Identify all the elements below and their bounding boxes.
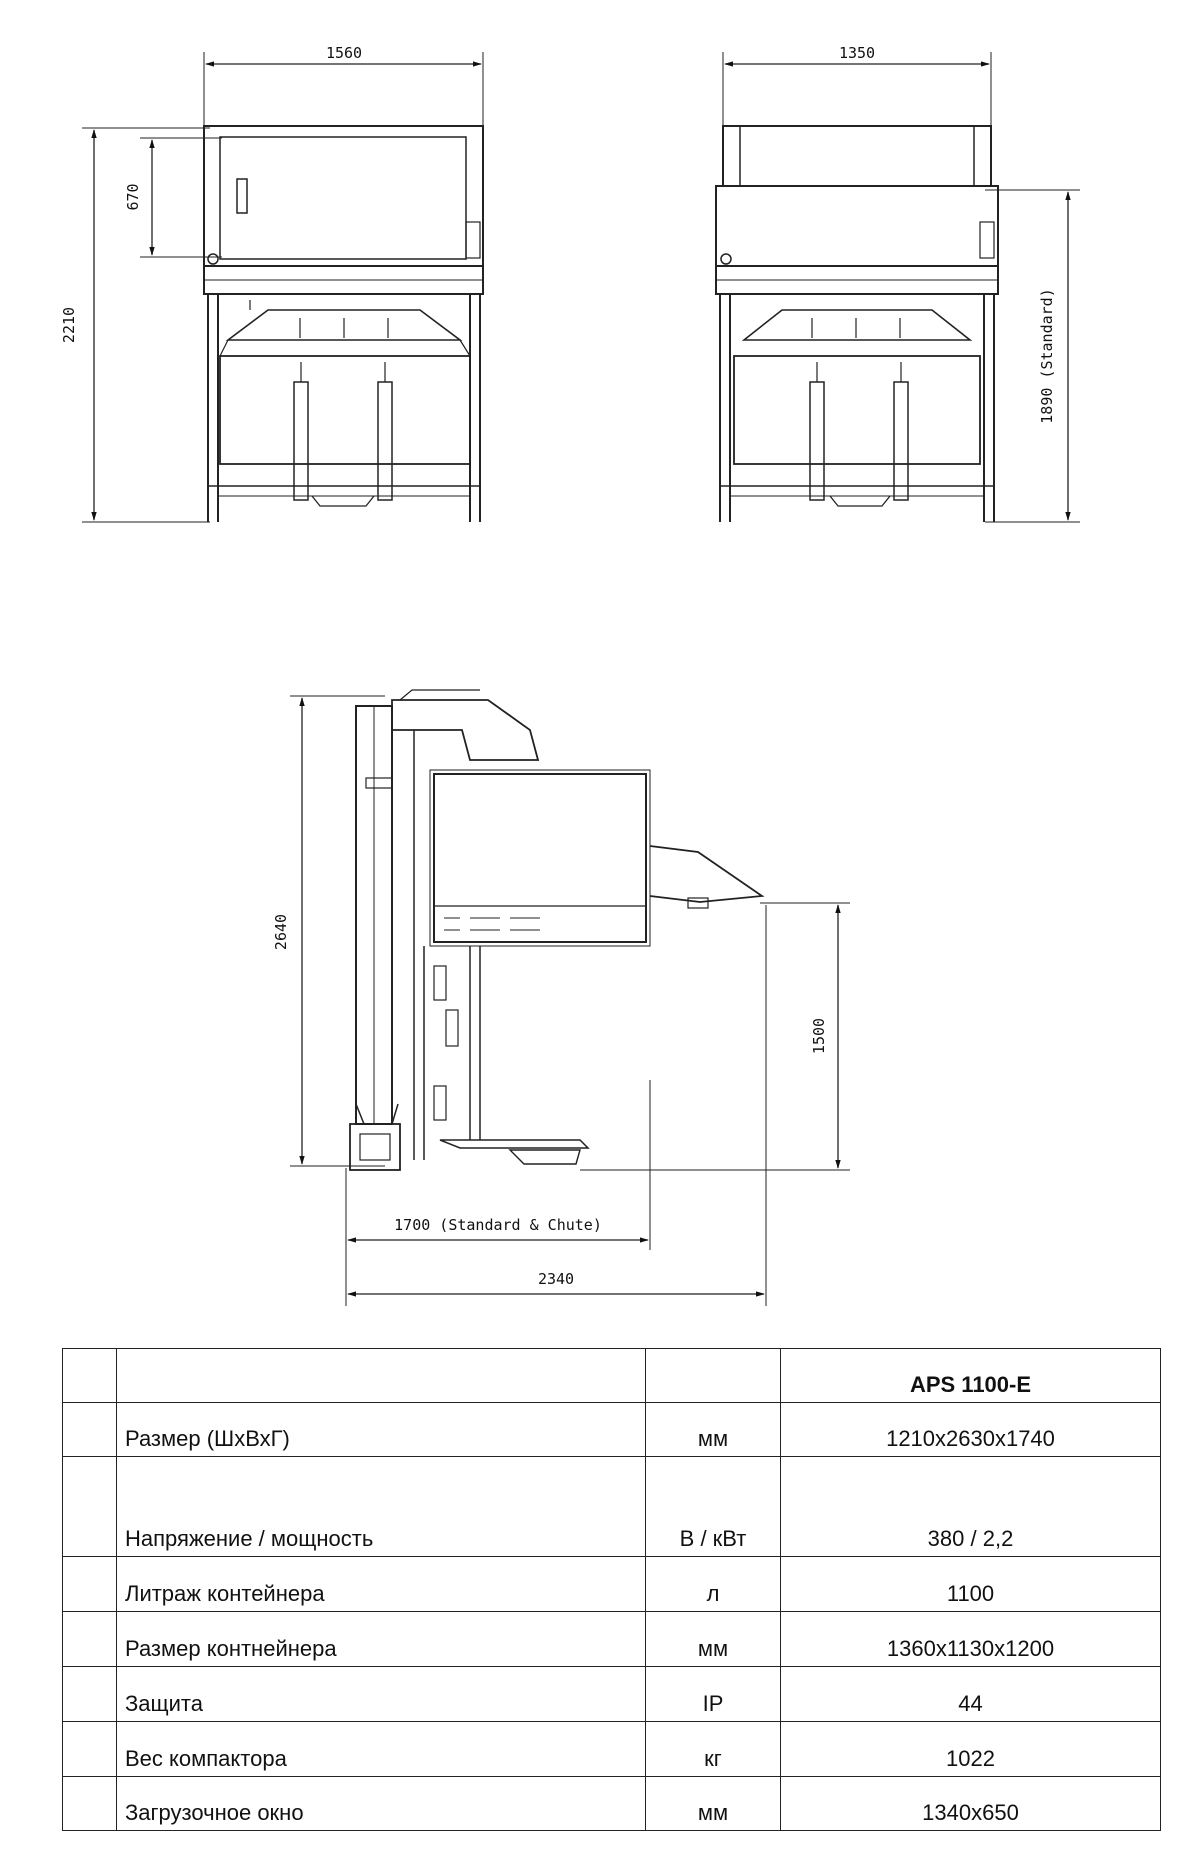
param-value: 1210x2630x1740 xyxy=(780,1402,1161,1457)
param-value: 1100 xyxy=(780,1556,1161,1612)
table-row: Вес компактора кг 1022 xyxy=(62,1721,1161,1777)
unit-label: кг xyxy=(645,1721,781,1777)
param-label: Напряжение / мощность xyxy=(116,1456,646,1557)
table-row: Защита IP 44 xyxy=(62,1666,1161,1722)
table-row: Загрузочное окно мм 1340x650 xyxy=(62,1776,1161,1831)
param-value: 1022 xyxy=(780,1721,1161,1777)
dim-side-height: 1890 (Standard) xyxy=(1038,288,1056,423)
dim-side-width: 1350 xyxy=(839,44,875,62)
dim-front-height: 2210 xyxy=(60,307,78,343)
dim-profile-depth-total: 2340 xyxy=(538,1270,574,1288)
dim-front-width: 1560 xyxy=(326,44,362,62)
table-row: Напряжение / мощность В / кВт 380 / 2,2 xyxy=(62,1456,1161,1557)
unit-label: В / кВт xyxy=(645,1456,781,1557)
model-name: APS 1100-E xyxy=(780,1348,1161,1403)
unit-label: IP xyxy=(645,1666,781,1722)
table-row: Размер контнейнера мм 1360x1130x1200 xyxy=(62,1611,1161,1667)
param-label: Размер (ШхВхГ) xyxy=(116,1402,646,1457)
param-label: Размер контнейнера xyxy=(116,1611,646,1667)
param-label: Загрузочное окно xyxy=(116,1776,646,1831)
param-value: 44 xyxy=(780,1666,1161,1722)
unit-label: мм xyxy=(645,1776,781,1831)
table-header-row: APS 1100-E xyxy=(62,1348,1161,1403)
table-row: Размер (ШхВхГ) мм 1210x2630x1740 xyxy=(62,1402,1161,1457)
dimension-labels: 1560 2210 670 1350 1890 (Standard) 2640 … xyxy=(60,44,1056,1288)
param-value: 1340x650 xyxy=(780,1776,1161,1831)
unit-label: мм xyxy=(645,1402,781,1457)
param-label: Вес компактора xyxy=(116,1721,646,1777)
table-row: Литраж контейнера л 1100 xyxy=(62,1556,1161,1612)
profile-view-drawing xyxy=(290,689,850,1306)
unit-label: л xyxy=(645,1556,781,1612)
unit-label: мм xyxy=(645,1611,781,1667)
dim-profile-depth-standard: 1700 (Standard & Chute) xyxy=(394,1216,602,1234)
front-view-drawing xyxy=(82,52,484,523)
param-label: Литраж контейнера xyxy=(116,1556,646,1612)
side-view-drawing xyxy=(715,52,1080,523)
dim-profile-height: 2640 xyxy=(272,914,290,950)
param-label: Защита xyxy=(116,1666,646,1722)
specification-table: APS 1100-E Размер (ШхВхГ) мм 1210x2630x1… xyxy=(62,1348,1161,1831)
param-value: 1360x1130x1200 xyxy=(780,1611,1161,1667)
technical-drawings: 1560 2210 670 1350 1890 (Standard) 2640 … xyxy=(60,44,1080,1306)
dim-profile-load: 1500 xyxy=(810,1018,828,1054)
param-value: 380 / 2,2 xyxy=(780,1456,1161,1557)
dim-front-hopper: 670 xyxy=(124,183,142,210)
